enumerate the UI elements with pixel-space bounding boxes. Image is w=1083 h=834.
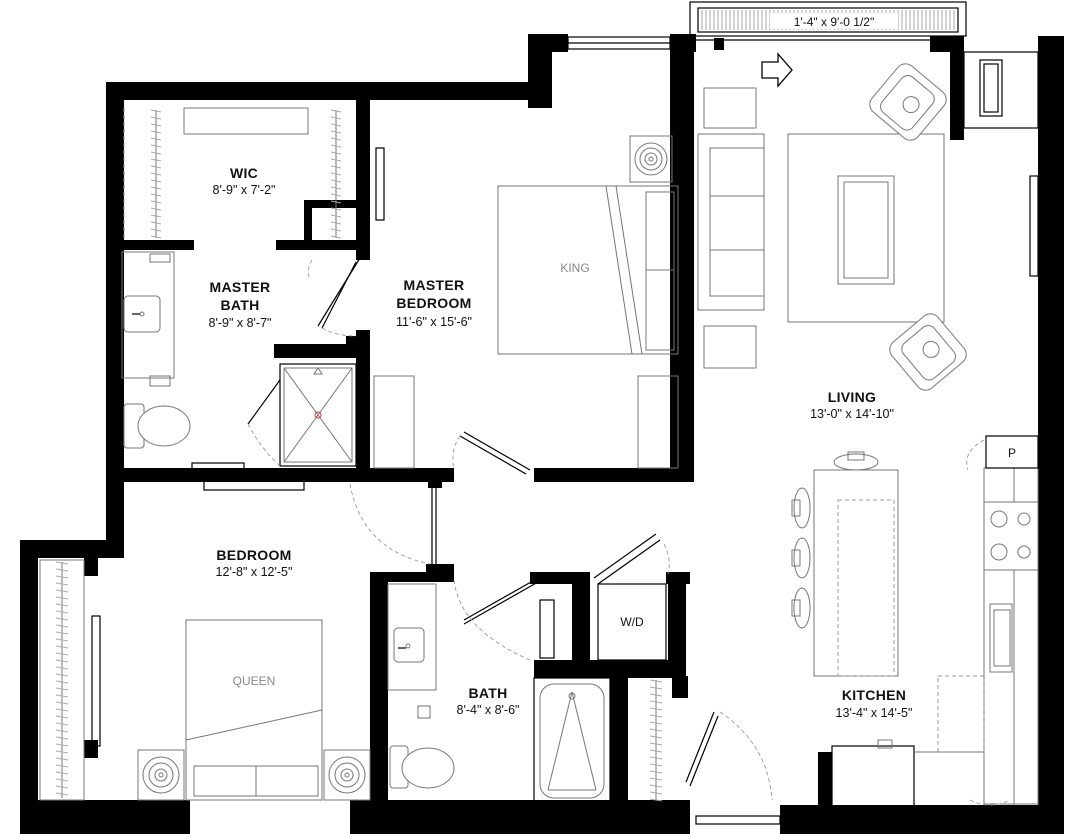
nightstand-lamp-icon (137, 749, 185, 801)
master-bath-name-1: MASTER (210, 279, 271, 295)
bath-name: BATH (468, 685, 507, 701)
windows (91, 36, 1039, 825)
toilet-icon (123, 403, 191, 449)
queen-bed-label: QUEEN (233, 674, 276, 688)
stove-icon (983, 501, 1039, 571)
entry-arrow-icon (761, 52, 793, 88)
pantry-label: P (1008, 446, 1016, 460)
bedroom-furniture: QUEEN (39, 483, 437, 801)
living-furniture (697, 63, 967, 391)
master-bedroom-name-2: BEDROOM (396, 295, 471, 311)
kitchen-name: KITCHEN (842, 687, 906, 703)
fireplace (963, 51, 1039, 129)
master-bath-name-2: BATH (220, 297, 259, 313)
kitchen-furniture: P (685, 435, 1039, 807)
living-dims: 13'-0" x 14'-10" (810, 407, 894, 421)
master-bath-dims: 8'-9" x 8'-7" (209, 316, 272, 330)
master-bath-fixtures (121, 251, 357, 467)
nightstand-lamp-icon (323, 749, 371, 801)
master-bedroom-name-1: MASTER (404, 277, 465, 293)
wic-dims: 8'-9" x 7'-2" (213, 183, 276, 197)
master-bath-door (307, 257, 361, 337)
nightstand-lamp-icon (629, 135, 673, 183)
wic-furniture (123, 107, 342, 240)
chair-icon (889, 313, 967, 391)
balcony: 1'-4" x 9'-0 1/2" (689, 1, 967, 50)
walls (20, 34, 1064, 834)
chair-icon (869, 63, 947, 141)
room-labels: WIC 8'-9" x 7'-2" MASTER BATH 8'-9" x 8'… (209, 165, 913, 720)
balcony-dims: 1'-4" x 9'-0 1/2" (794, 15, 874, 29)
wic-name: WIC (230, 165, 258, 181)
washer-dryer-label: W/D (620, 615, 644, 629)
king-bed-label: KING (560, 261, 589, 275)
living-name: LIVING (828, 389, 876, 405)
toilet-icon (389, 745, 455, 789)
kitchen-dims: 13'-4" x 14'-5" (836, 706, 913, 720)
bedroom-name: BEDROOM (216, 547, 291, 563)
bath-dims: 8'-4" x 8'-6" (457, 703, 520, 717)
master-bedroom-furniture: KING (373, 135, 679, 475)
bath-fixtures: W/D (387, 533, 670, 805)
bedroom-dims: 12'-8" x 12'-5" (216, 565, 293, 579)
master-bedroom-dims: 11'-6" x 15'-6" (396, 315, 472, 329)
